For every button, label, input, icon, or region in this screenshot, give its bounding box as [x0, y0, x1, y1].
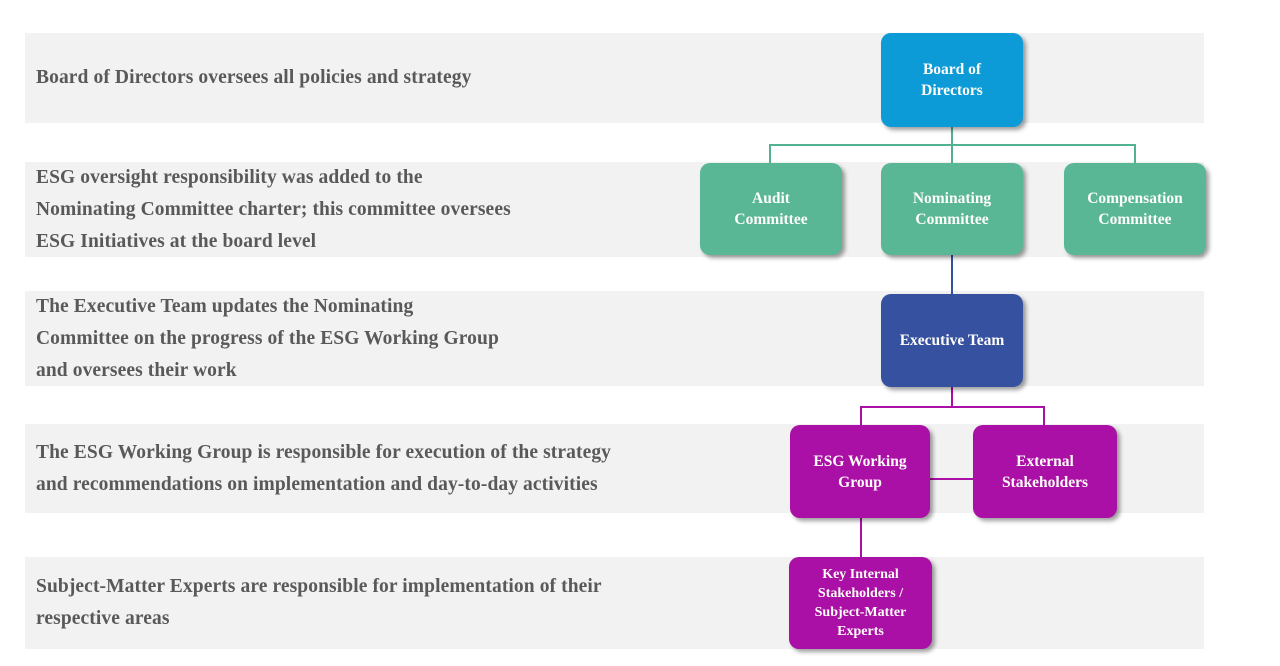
annotation-text-working-group: The ESG Working Group is responsible for… — [36, 441, 612, 495]
node-esg-working-group-label: ESG Working Group — [813, 452, 907, 491]
node-compensation-committee: Compensation Committee — [1064, 163, 1206, 255]
node-executive-team-label: Executive Team — [899, 332, 1005, 349]
annotation-row-board: Board of Directors oversees all policies… — [25, 33, 1204, 123]
annotation-text-subject-matter-experts: Subject-Matter Experts are responsible f… — [36, 576, 602, 629]
node-compensation-committee-label: Compensation Committee — [1087, 190, 1183, 228]
connector-drop-esg-working-group — [860, 406, 862, 425]
node-external-stakeholders: External Stakeholders — [973, 425, 1117, 518]
node-board-of-directors: Board of Directors — [881, 33, 1023, 127]
node-esg-working-group: ESG Working Group — [790, 425, 930, 518]
annotation-text-executive-team: The Executive Team updates the Nominatin… — [36, 295, 499, 381]
connector-drop-audit — [769, 144, 771, 163]
annotation-row-subject-matter-experts: Subject-Matter Experts are responsible f… — [25, 557, 1204, 649]
node-audit-committee-label: Audit Committee — [734, 190, 808, 228]
node-executive-team: Executive Team — [881, 294, 1023, 387]
node-nominating-committee-label: Nominating Committee — [912, 190, 992, 228]
connector-drop-nominating — [951, 144, 953, 163]
connector-drop-external-stakeholders — [1043, 406, 1045, 425]
connector-committees-crossbar — [769, 144, 1136, 146]
node-nominating-committee: Nominating Committee — [881, 163, 1023, 255]
node-key-internal-stakeholders-sme: Key Internal Stakeholders / Subject-Matt… — [789, 557, 932, 649]
node-external-stakeholders-label: External Stakeholders — [1001, 452, 1089, 491]
connector-board-stem — [951, 127, 953, 144]
connector-nominating-to-executive — [951, 255, 953, 294]
node-key-internal-stakeholders-sme-label: Key Internal Stakeholders / Subject-Matt… — [814, 567, 907, 639]
connector-working-group-crossbar — [860, 406, 1045, 408]
node-audit-committee: Audit Committee — [700, 163, 842, 255]
annotation-row-executive-team: The Executive Team updates the Nominatin… — [25, 291, 1204, 386]
connector-esgwg-to-key-internal — [860, 518, 862, 557]
connector-executive-stem — [951, 387, 953, 407]
annotation-text-esg-oversight: ESG oversight responsibility was added t… — [36, 166, 511, 252]
connector-drop-compensation — [1134, 144, 1136, 163]
node-board-of-directors-label: Board of Directors — [921, 61, 983, 99]
connector-esgwg-external-peer-link — [930, 478, 973, 480]
annotation-text-board: Board of Directors oversees all policies… — [36, 67, 472, 88]
annotation-row-esg-oversight: ESG oversight responsibility was added t… — [25, 162, 1204, 257]
